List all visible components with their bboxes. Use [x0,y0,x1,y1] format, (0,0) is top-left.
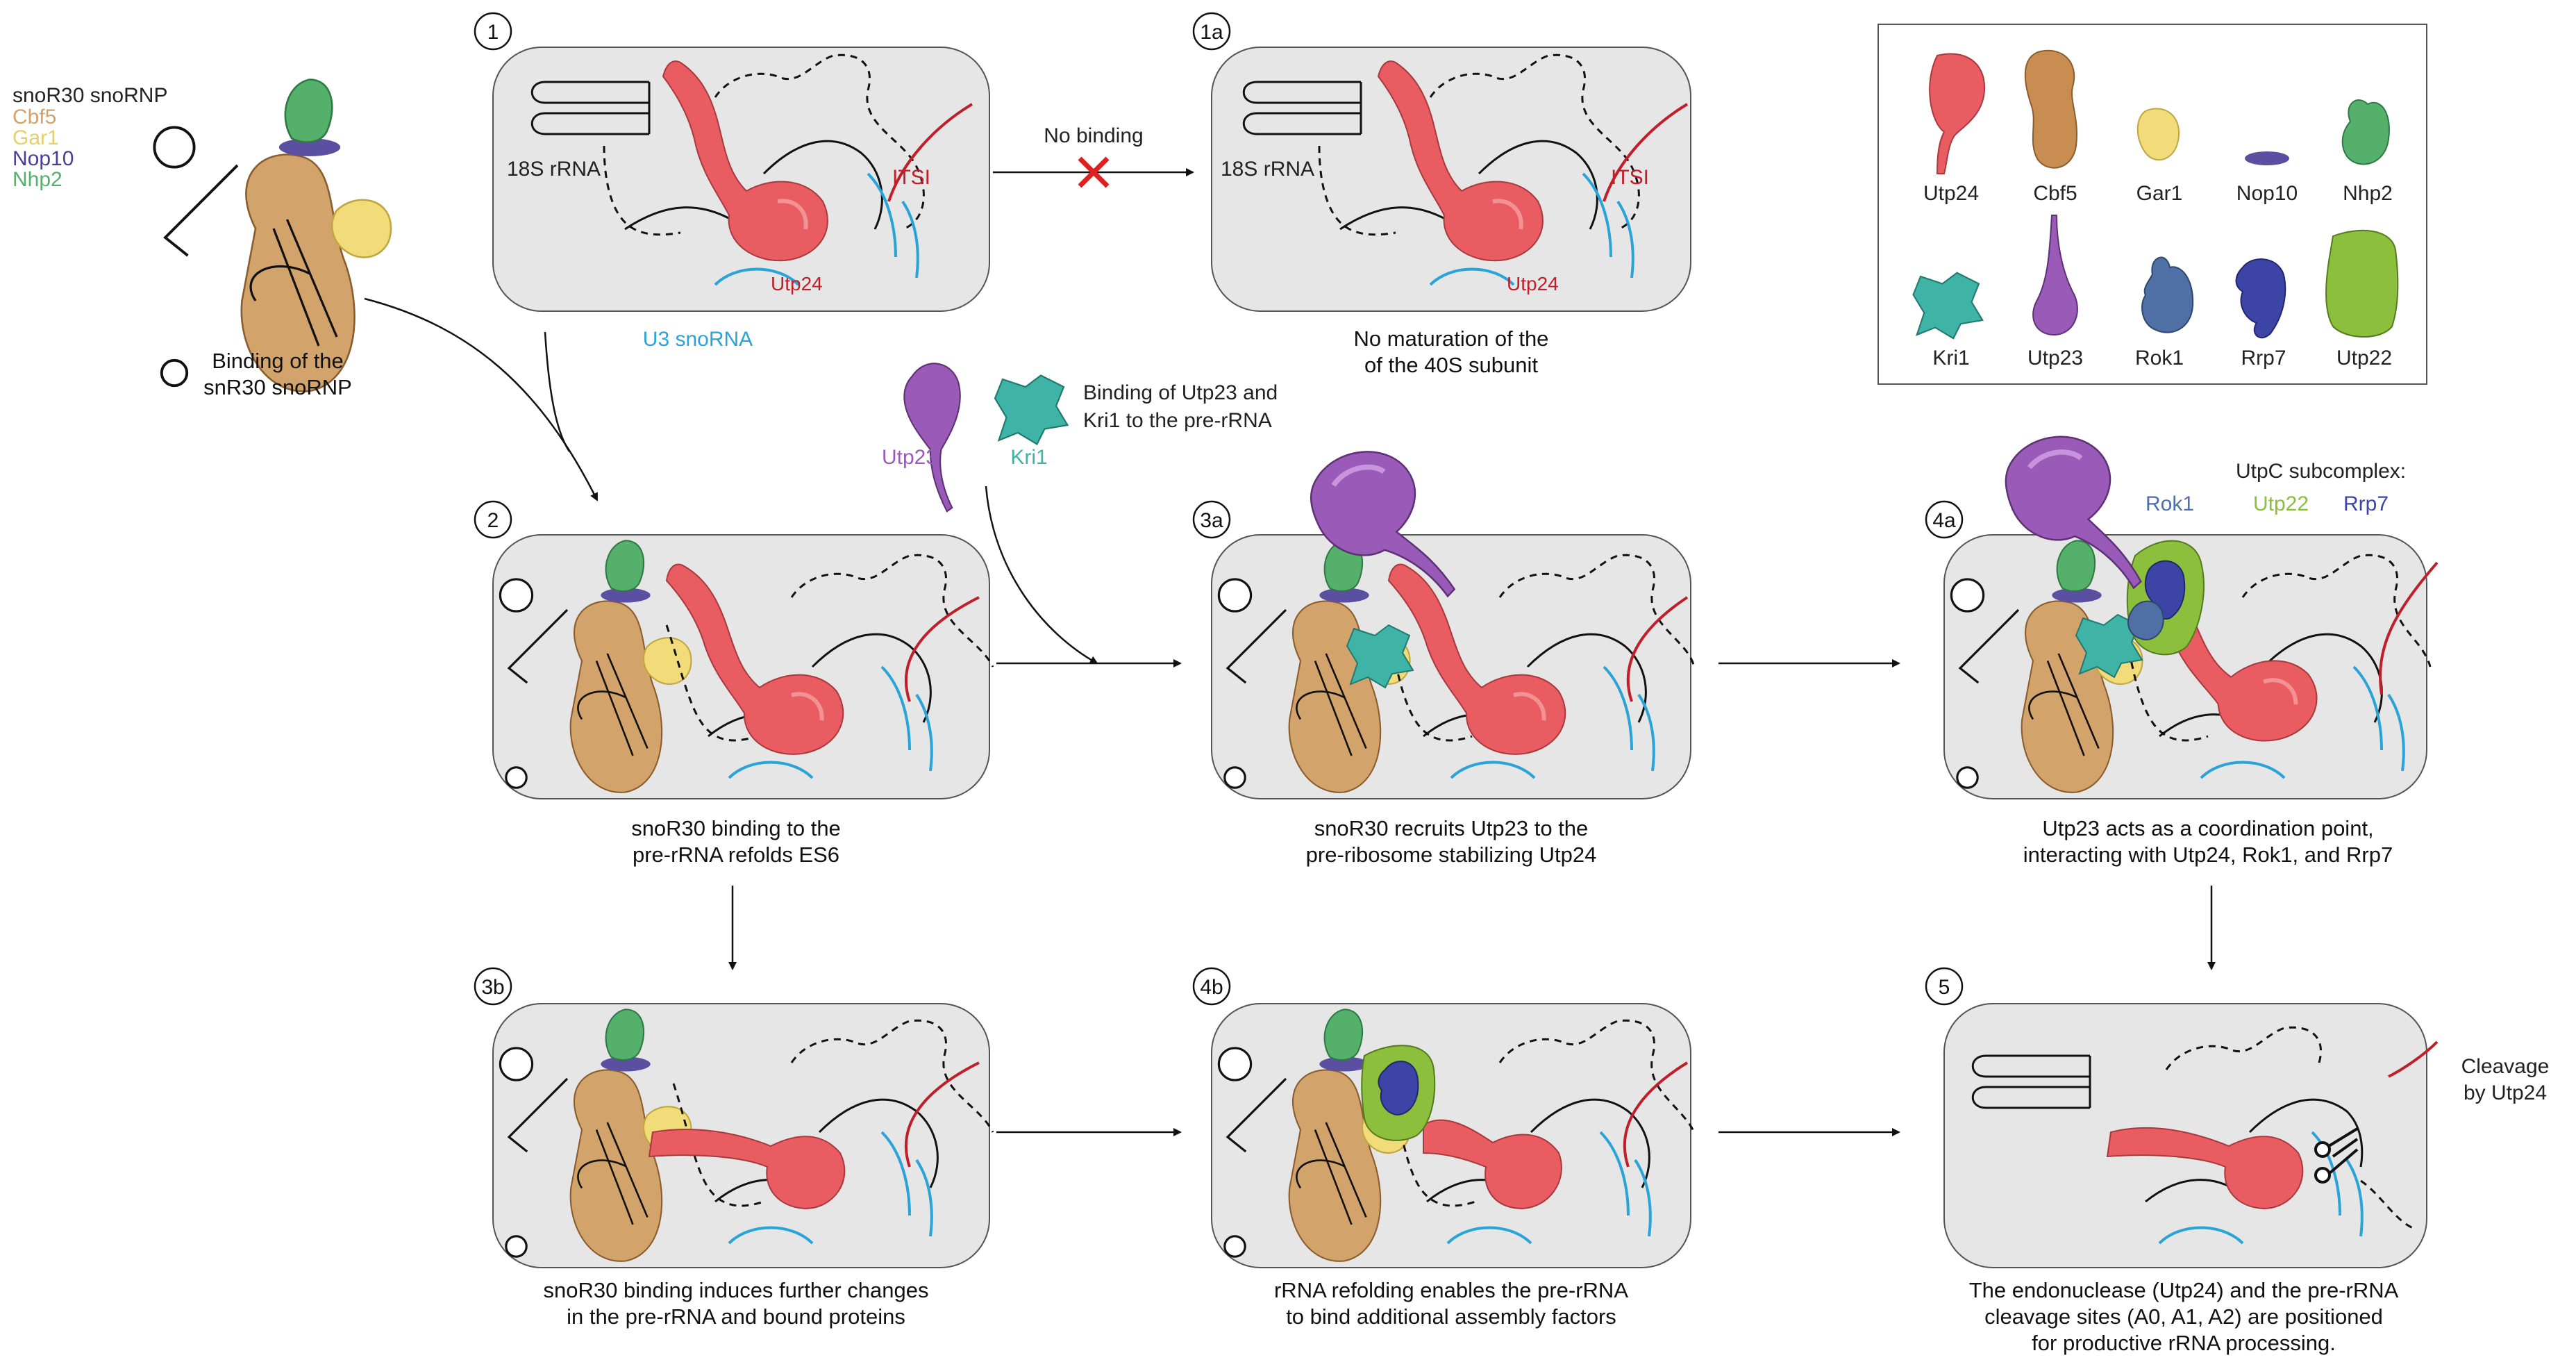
legend-nop10-icon [2245,151,2289,165]
legend-nhp2-label: Nhp2 [2343,182,2393,205]
panel-5-utp24-protein [2106,1127,2304,1210]
protein-legend-box: Utp24 Cbf5 Gar1 Nop10 Nhp2 Kri1 Utp23 Ro… [1877,24,2427,385]
panel-1-utp24-label: Utp24 [771,273,823,294]
cleavage-label-2: by Utp24 [2464,1081,2547,1104]
panel-1-number: 1 [487,21,499,44]
u3-snorna-label: U3 snoRNA [643,328,753,351]
panel-1a-caption-1: No maturation of the [1354,326,1549,351]
panel-2-caption-1: snoR30 binding to the [631,816,841,840]
panel-3a-caption-2: pre-ribosome stabilizing Utp24 [1306,843,1597,867]
snornp-binding-caption-2: snR30 snoRNP [203,375,352,399]
legend-utp24-icon [1929,53,1986,174]
snornp-legend-cbf5: Cbf5 [12,106,56,128]
legend-nhp2-icon [2341,99,2390,165]
no-binding-cross-icon [1078,156,1110,188]
panel-3b-number: 3b [481,976,504,999]
panel-1a-18s-label: 18S rRNA [1221,158,1314,181]
panel-2-number: 2 [487,509,499,532]
snornp-legend-gar1: Gar1 [12,126,59,149]
legend-utp22-icon [2325,229,2399,338]
utpc-utp22-label: Utp22 [2253,492,2309,515]
panel-4a-caption-2: interacting with Utp24, Rok1, and Rrp7 [2023,843,2393,867]
utpc-subcomplex-title: UtpC subcomplex: [2236,460,2406,483]
panel-5-18s-hairpins [1971,1054,2091,1109]
cleavage-label-1: Cleavage [2461,1055,2550,1078]
legend-cbf5-icon [2024,49,2077,169]
panel-3b: 3b [474,967,994,1268]
panel-4b-rrp7-protein [1378,1061,1419,1116]
snornp-free-complex [153,78,392,393]
panel-1a-number: 1a [1200,21,1223,44]
utp23-binding-text-2: Kri1 to the pre-rRNA [1083,409,1272,432]
legend-utp23-label: Utp23 [2027,347,2083,370]
panel-1-18s-hairpins [530,81,651,135]
panel-1-itsi-label: ITSI [892,166,930,189]
snornp-to-panel-2-arrow [364,297,599,501]
snornp-legend-nhp2: Nhp2 [12,168,62,191]
legend-rok1-label: Rok1 [2135,347,2184,370]
legend-utp23-icon [2032,215,2078,336]
panel-1-18s-label: 18S rRNA [507,158,601,181]
panel-3b-utp24-protein [648,1129,846,1210]
panel-1a: 1a 18S rRNA ITSI Utp24 [1192,12,1691,312]
panel-4b-number: 4b [1200,976,1223,999]
panel-3b-caption-2: in the pre-rRNA and bound proteins [567,1304,905,1329]
panel-5-caption-3: for productive rRNA processing. [2032,1331,2336,1355]
utpc-rrp7-label: Rrp7 [2343,492,2389,515]
panel-4b-utp24-protein [1423,1119,1562,1210]
legend-rrp7-label: Rrp7 [2241,347,2286,370]
panel-1a-utp24-label: Utp24 [1507,273,1559,294]
legend-utp24-label: Utp24 [1923,182,1979,205]
panel-2-caption-2: pre-rRNA refolds ES6 [633,843,839,867]
free-utp23-label: Utp23 [882,446,937,469]
legend-nop10-label: Nop10 [2236,182,2298,205]
legend-rok1-icon [2141,256,2194,333]
legend-gar1-label: Gar1 [2136,182,2183,205]
utp23-binding-arrow [985,486,1098,665]
panel-4b-caption-2: to bind additional assembly factors [1286,1304,1616,1329]
panel-1a-itsi-label: ITSI [1611,166,1649,189]
panel-4a-rok1-protein [2127,600,2164,640]
utp23-binding-text-1: Binding of Utp23 and [1083,381,1278,404]
scissors-icon [2314,1127,2359,1184]
panel-5: 5 [1925,967,2439,1268]
panel-3b-caption-1: snoR30 binding induces further changes [544,1278,929,1302]
snornp-legend-nop10: Nop10 [12,147,74,170]
panel-2: 2 [474,500,994,799]
legend-cbf5-label: Cbf5 [2033,182,2077,205]
free-utp23-protein [903,363,961,513]
free-kri1-label: Kri1 [1010,446,1047,469]
panel-4b: 4b [1192,967,1696,1268]
legend-utp22-label: Utp22 [2336,347,2392,370]
panel-4a-caption-1: Utp23 acts as a coordination point, [2042,816,2373,840]
panel-5-caption-2: cleavage sites (A0, A1, A2) are position… [1984,1304,2383,1329]
panel-1: 1 18S rRNA ITSI Utp24 [474,12,990,312]
panel-4a-number: 4a [1932,509,1956,532]
snornp-binding-caption-1: Binding of the [212,349,344,373]
snornp-legend: snoR30 snoRNP Cbf5 Gar1 Nop10 Nhp2 [12,84,167,191]
snornp-legend-title: snoR30 snoRNP [12,84,167,107]
legend-kri1-label: Kri1 [1932,347,1969,370]
free-kri1-protein [994,374,1069,445]
panel-3a: 3a [1192,436,1696,799]
panel-4a-rrp7-protein [2144,560,2186,620]
utpc-rok1-label: Rok1 [2146,492,2194,515]
panel-3a-number: 3a [1200,509,1223,532]
legend-rrp7-icon [2235,258,2286,339]
panel-4a: 4a [1925,424,2439,799]
panel-1a-caption-2: of the 40S subunit [1364,353,1538,377]
panel-1-to-panel-2-arrow [544,331,571,452]
panel-4b-caption-1: rRNA refolding enables the pre-rRNA [1274,1278,1628,1302]
legend-gar1-icon [2136,108,2180,161]
panel-5-number: 5 [1939,976,1950,999]
panel-5-caption-1: The endonuclease (Utp24) and the pre-rRN… [1969,1278,2399,1302]
no-binding-label: No binding [1044,124,1143,147]
panel-3a-caption-1: snoR30 recruits Utp23 to the [1314,816,1589,840]
